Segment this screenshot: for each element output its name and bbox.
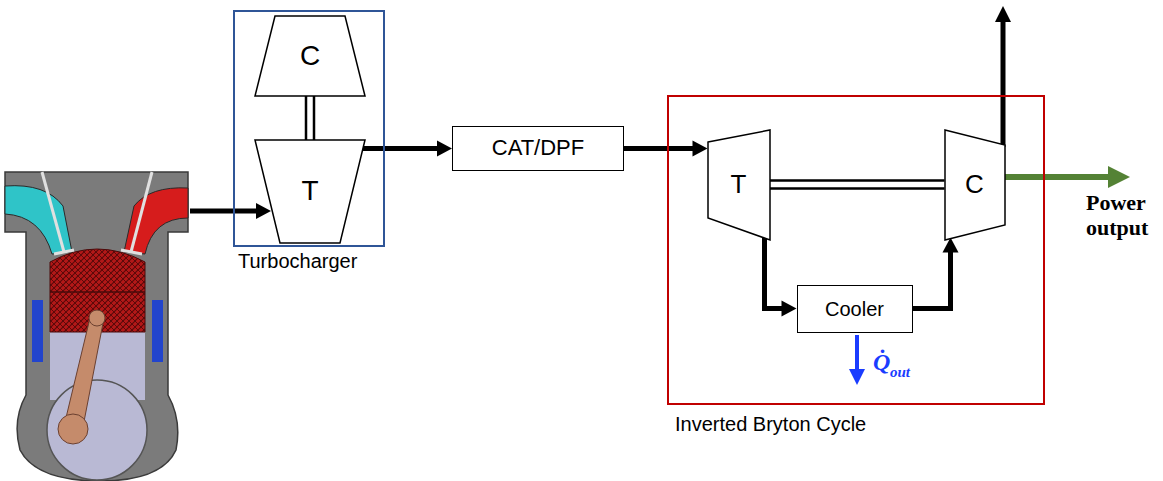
arrow-head [1108,166,1130,188]
shaft-line [770,181,945,189]
connector [624,141,708,157]
turbine-shape [708,130,770,240]
node-label: C [300,41,320,72]
arrow-head [693,141,708,157]
exhaust-arrow [190,203,271,219]
engine-block [5,172,188,481]
compressor-shape [255,16,365,96]
connector-line [913,252,951,309]
arrow-line [1005,174,1110,180]
arrow-line [1001,22,1006,147]
compressor-shape [945,130,1005,240]
arrow-head [256,203,271,219]
node-label: C [965,170,984,199]
connector [765,238,797,317]
crankcase [47,380,147,480]
heat-arrow [849,335,865,385]
arrow-line [190,209,256,214]
intake-valve-head [54,250,74,254]
piston-top [50,291,145,293]
shaft-line [306,96,314,140]
region-label: Inverted Bryton Cycle [675,413,866,435]
combustion-chamber-piston [50,249,145,332]
arrow-head [437,141,452,157]
turbocharger-box: TurbochargerCT [233,10,385,247]
intake-valve [42,172,64,252]
connector-line [362,146,438,151]
output-label: Power output [1086,190,1160,241]
region-label: Turbocharger [238,250,357,272]
power-arrow [1005,166,1130,188]
connector-line [765,238,783,309]
cycle-region: Inverted Bryton CycleTCCooler [667,95,1045,405]
node-label: CAT/DPF [492,136,584,160]
shaft-connector [306,96,314,140]
piston-pin [89,310,105,326]
shaft-connector [770,181,945,189]
node-label: T [301,176,318,207]
node-label: Cooler [825,298,884,320]
exhaust-valve-head [121,250,142,254]
engine-illustration [5,172,188,481]
connector [913,238,959,309]
process-box: CAT/DPF [452,126,624,171]
crank-pin [58,414,88,444]
compressor-shape: C [945,130,1005,240]
exhaust-valve [131,172,152,252]
turbine-shape: T [708,130,770,240]
coolant-jacket [152,300,163,362]
exit-arrow [995,6,1011,147]
arrow-head [995,6,1011,22]
turbine-shape: T [255,140,365,243]
node-label: T [731,170,747,199]
arrow-line [855,335,859,370]
coolant-jacket [32,300,43,362]
cooler-box: Cooler [797,285,913,333]
heat-subscript: out [890,364,910,381]
turbine-shape [255,140,365,243]
compressor-shape: C [255,16,365,96]
connector [362,141,452,157]
arrow-head [849,369,865,385]
heat-symbol: Q̇ [873,349,890,377]
arrow-head [782,301,797,317]
connector-line [624,146,694,151]
